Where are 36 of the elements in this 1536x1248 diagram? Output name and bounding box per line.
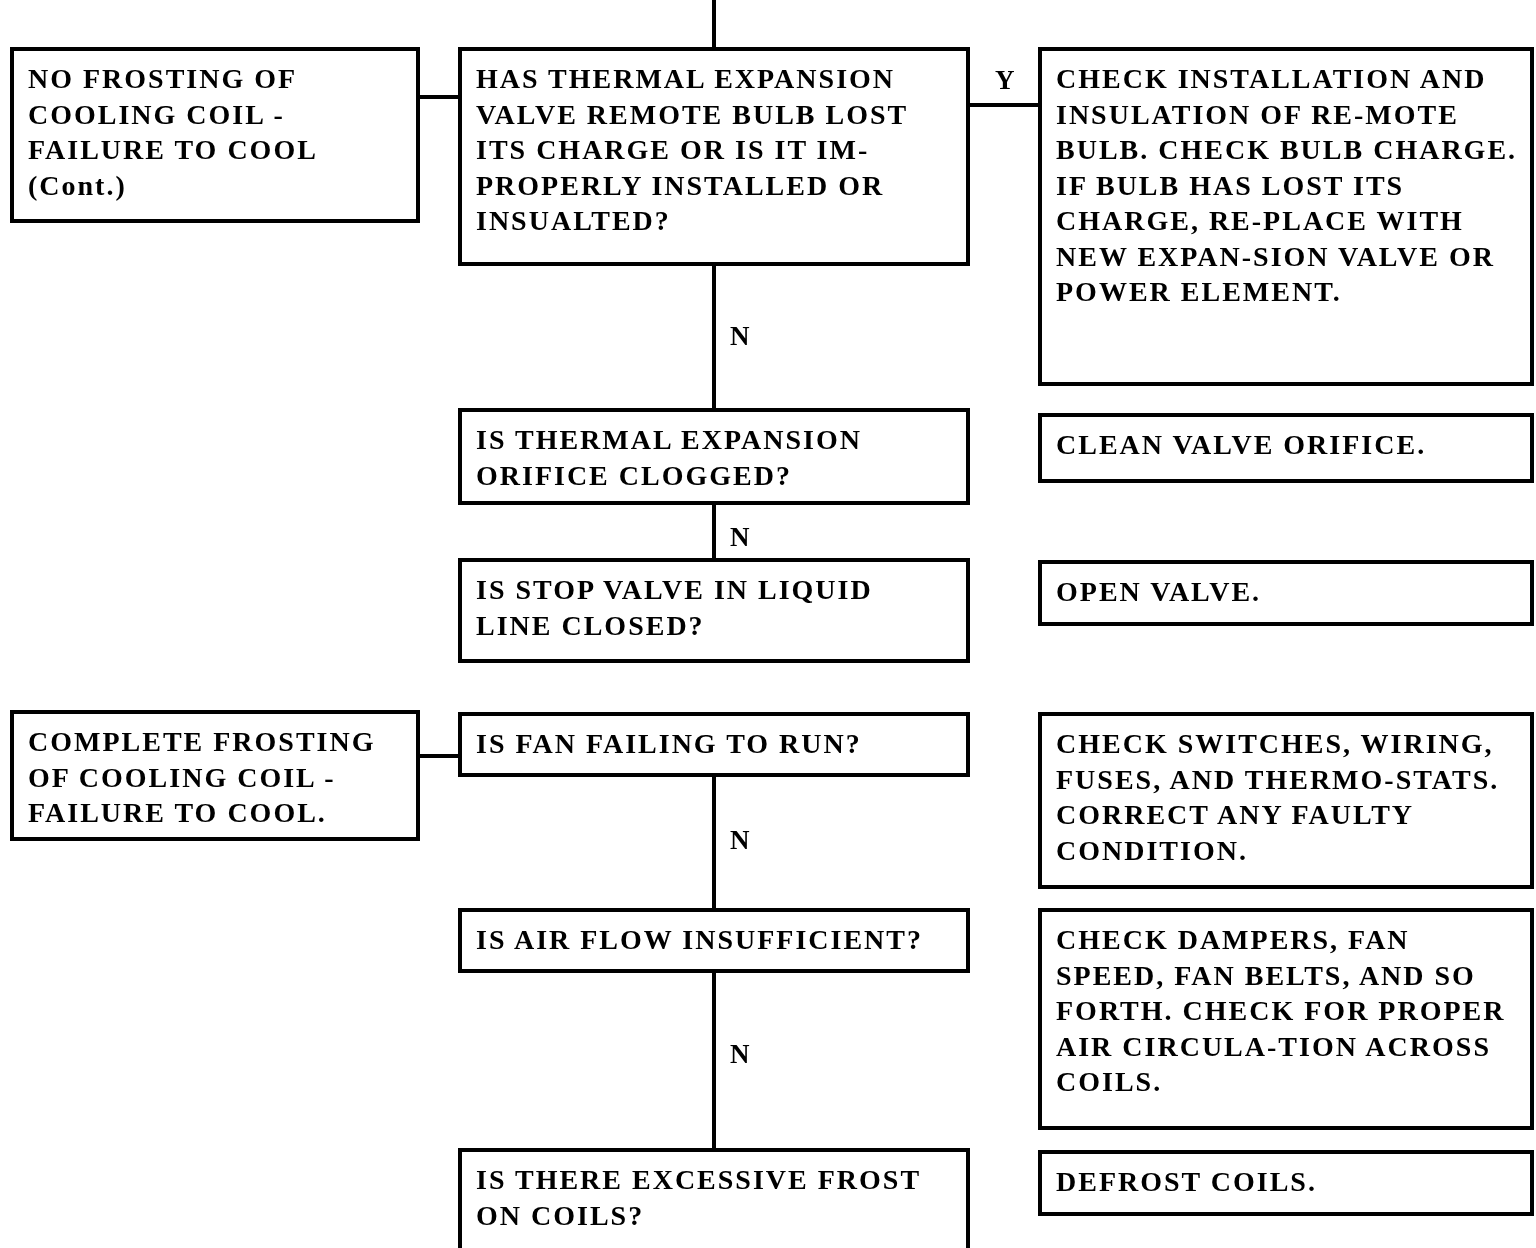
process-box xyxy=(458,712,970,777)
process-box xyxy=(458,47,970,266)
process-box xyxy=(1038,1150,1534,1216)
box-text: COMPLETE FROSTING OF COOLING COIL - FAILURE TO COOL. xyxy=(28,725,377,830)
process-box xyxy=(458,408,970,505)
connector-line xyxy=(712,0,716,47)
process-box xyxy=(1038,560,1534,626)
connector-line xyxy=(712,973,716,1148)
connector-line xyxy=(712,505,716,558)
process-box xyxy=(458,558,970,663)
process-box xyxy=(10,47,420,223)
connector-line xyxy=(712,266,716,408)
process-box xyxy=(1038,47,1534,386)
box-text: IS STOP VALVE IN LIQUID LINE CLOSED? xyxy=(476,573,874,643)
process-box xyxy=(1038,712,1534,889)
process-box xyxy=(458,908,970,973)
connector-line xyxy=(712,777,716,908)
box-text: DEFROST COILS. xyxy=(1056,1165,1318,1199)
process-box xyxy=(1038,908,1534,1130)
connector-line xyxy=(420,95,458,99)
box-text: CHECK DAMPERS, FAN SPEED, FAN BELTS, AND SO FORTH. CHECK FOR PROPER AIR CIRCULA-TION ACROSS COILS. xyxy=(1056,923,1507,1099)
box-text: IS THERE EXCESSIVE FROST ON COILS? xyxy=(476,1163,922,1233)
box-text: IS THERMAL EXPANSION ORIFICE CLOGGED? xyxy=(476,423,863,493)
box-text: IS AIR FLOW INSUFFICIENT? xyxy=(476,923,925,957)
box-text: CLEAN VALVE ORIFICE. xyxy=(1056,428,1428,462)
connector-line xyxy=(420,754,458,758)
box-text: HAS THERMAL EXPANSION VALVE REMOTE BULB LOST ITS CHARGE OR IS IT IM-PROPERLY INSTALLED OR INSUALTED? xyxy=(476,62,909,238)
process-box xyxy=(10,710,420,841)
process-box xyxy=(458,1148,970,1248)
process-box xyxy=(1038,413,1534,483)
box-text: CHECK INSTALLATION AND INSULATION OF RE-MOTE BULB. CHECK BULB CHARGE. IF BULB HAS LOST ITS CHARGE, RE-PLACE WITH NEW EXPAN-SION VALVE OR POWER ELEMENT. xyxy=(1056,62,1518,309)
box-text: CHECK SWITCHES, WIRING, FUSES, AND THERMO-STATS. CORRECT ANY FAULTY CONDITION. xyxy=(1056,727,1501,868)
connector-line xyxy=(970,103,1038,107)
box-text: NO FROSTING OF COOLING COIL - FAILURE TO COOL (Cont.) xyxy=(28,62,318,203)
box-text: OPEN VALVE. xyxy=(1056,575,1263,609)
box-text: IS FAN FAILING TO RUN? xyxy=(476,727,863,761)
